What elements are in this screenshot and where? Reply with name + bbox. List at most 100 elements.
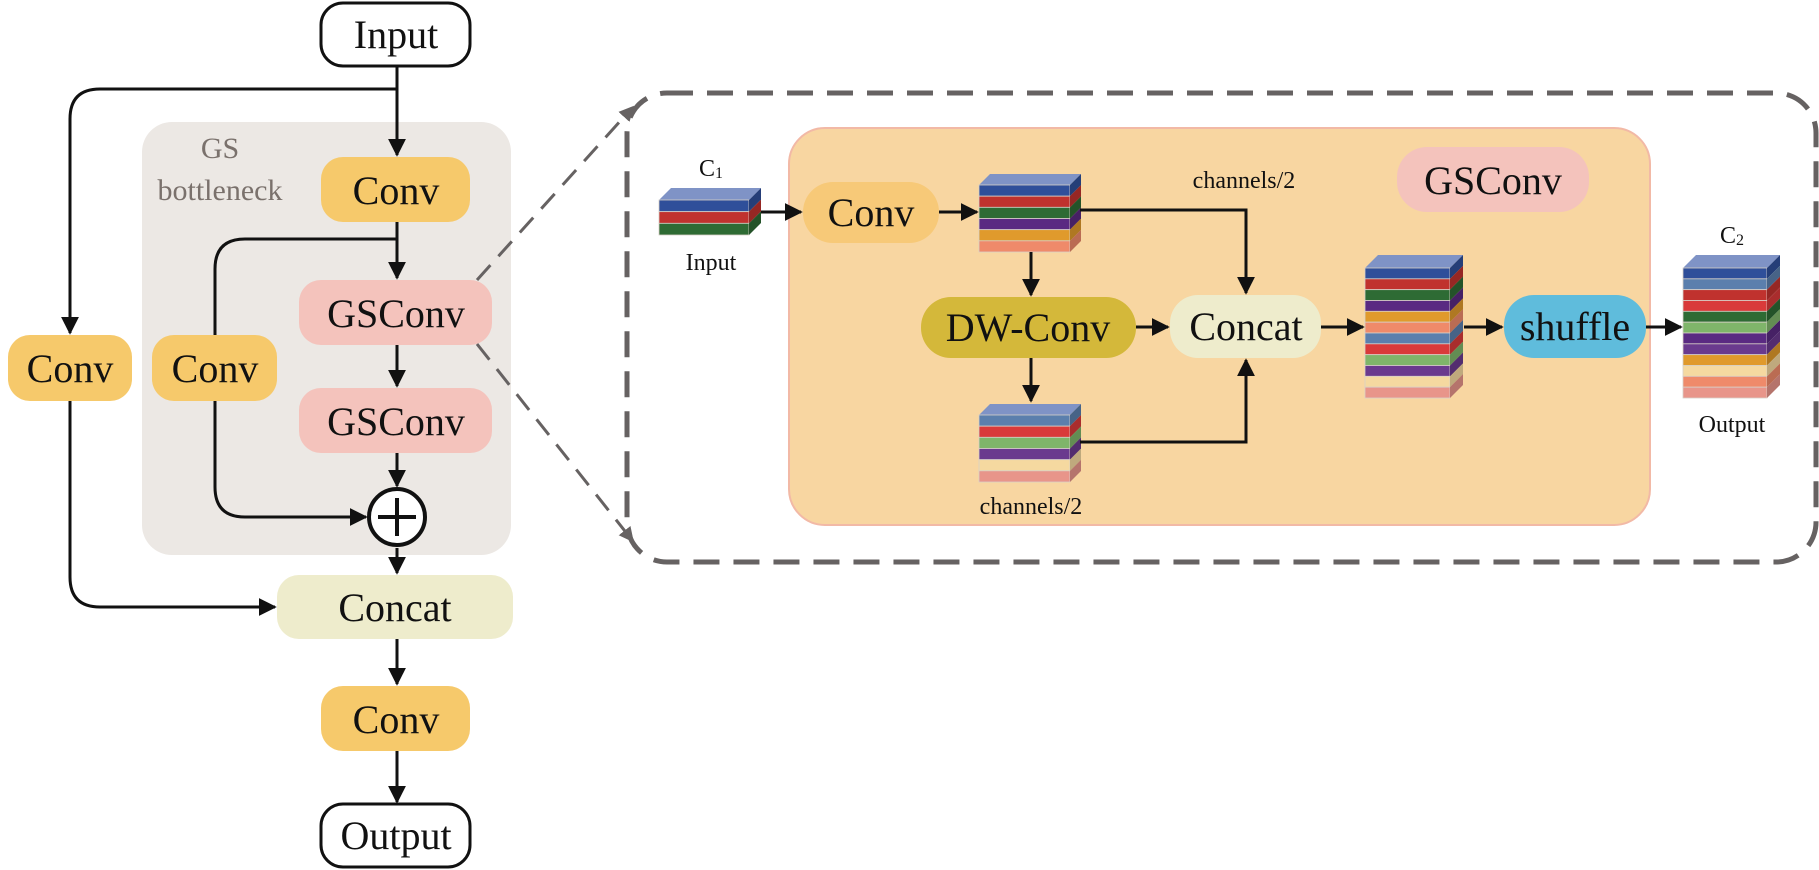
stack-top-face (979, 404, 1081, 415)
feature-stack-conv-out (978, 174, 1081, 253)
stack-layer-side (1070, 415, 1081, 438)
node-gsconv-1[interactable]: GSConv (299, 280, 492, 345)
stack-layer (978, 229, 1071, 242)
stack-layer-side (1450, 298, 1463, 323)
c2-label: C2 (1720, 223, 1744, 249)
stack-layer-side (1450, 374, 1463, 398)
stack-layer-side (1450, 363, 1463, 388)
gs-bottleneck-label-line2: bottleneck (158, 174, 283, 207)
stack-layer-side (1450, 330, 1463, 355)
gs-bottleneck-label-line1: GS (201, 132, 239, 165)
stack-layer-side (749, 199, 761, 224)
node-shuffle[interactable]: shuffle (1504, 295, 1646, 358)
stack-layer (978, 425, 1071, 438)
stack-layer (978, 448, 1071, 461)
stack-layer (978, 218, 1071, 231)
stack-layer (978, 436, 1071, 449)
edge-stack-to-concat-top (1080, 208, 1255, 295)
stack-layer-side (749, 188, 761, 212)
stack-layer-side (1070, 437, 1081, 460)
node-conv-top[interactable]: Conv (321, 157, 470, 222)
node-conv-left-label: Conv (27, 346, 114, 391)
stack-top-face (1365, 255, 1463, 268)
stack-layer-side (1070, 459, 1081, 482)
stack-layer-side (1767, 265, 1780, 290)
node-concat-left[interactable]: Concat (277, 575, 513, 639)
c1-label: C1 (699, 156, 723, 182)
feature-stack-output (1682, 255, 1780, 399)
node-input-label: Input (354, 12, 438, 57)
stack-layer (978, 414, 1071, 427)
stack-layer (1364, 354, 1451, 366)
stack-layer (1682, 354, 1768, 366)
edge-left-conv-to-concat (68, 401, 277, 616)
stack-layer-side (1767, 330, 1780, 355)
node-conv-left[interactable]: Conv (8, 335, 132, 401)
stack-top-face (659, 188, 761, 200)
stack-layer-side (1767, 309, 1780, 333)
channels-half-bottom: channels/2 (980, 494, 1083, 520)
node-conv-bottom[interactable]: Conv (321, 686, 470, 751)
stack-layer (658, 211, 750, 224)
node-conv-inner[interactable]: Conv (152, 335, 277, 401)
stack-layer (1682, 278, 1768, 291)
stack-layer-side (1070, 207, 1081, 230)
stack-layer-side (1767, 287, 1780, 312)
stack-layer (1682, 386, 1768, 399)
stack-layer (1364, 343, 1451, 356)
stack-layer-side (1070, 174, 1081, 197)
stack-layer (1682, 310, 1768, 323)
left-connectors (61, 66, 406, 804)
stack-layer-side (1070, 229, 1081, 252)
stack-layer-side (1450, 265, 1463, 290)
stack-layer (1364, 386, 1451, 399)
stack-layer (1364, 310, 1451, 323)
stack-layer-side (1070, 218, 1081, 241)
zoom-line-top (475, 105, 635, 282)
stack-layer-side (1450, 341, 1463, 366)
edge-inner-conv-to-add (213, 401, 368, 526)
channels-half-top: channels/2 (1193, 168, 1296, 194)
node-gsconv-2[interactable]: GSConv (299, 388, 492, 453)
stack-layer (978, 206, 1071, 219)
node-gsconv-2-label: GSConv (327, 399, 465, 444)
edge-stack2-to-concat (1080, 358, 1255, 444)
stack-layer (1682, 289, 1768, 301)
stack-layer (1364, 300, 1451, 312)
node-concat-right[interactable]: Concat (1170, 295, 1321, 358)
stack-layer (1682, 321, 1768, 334)
input-caption: Input (686, 250, 737, 276)
node-output[interactable]: Output (319, 802, 472, 869)
stack-layer (1364, 321, 1451, 334)
node-conv-top-label: Conv (353, 168, 440, 213)
node-conv-inner-label: Conv (172, 346, 259, 391)
stack-layer (1364, 278, 1451, 291)
node-dwconv[interactable]: DW-Conv (921, 297, 1136, 358)
stack-layer-side (1450, 287, 1463, 312)
stack-layer (658, 199, 750, 213)
stack-layer-side (1767, 255, 1780, 279)
stack-layer-side (749, 211, 761, 235)
gsconv-title-badge: GSConv (1397, 147, 1589, 212)
zoom-line-bottom (475, 343, 634, 543)
node-add[interactable] (367, 487, 427, 547)
stack-layer (978, 184, 1071, 197)
stack-layer (1364, 289, 1451, 301)
stack-layer (1364, 267, 1451, 280)
stack-layer (1364, 375, 1451, 388)
gsconv-detail-frame (624, 90, 1819, 565)
stack-top-face (979, 174, 1081, 185)
stack-layer-side (1070, 426, 1081, 449)
node-input[interactable]: Input (319, 1, 472, 68)
node-concat-left-label: Concat (338, 585, 451, 630)
stack-top-face (1683, 255, 1780, 268)
node-conv-right[interactable]: Conv (803, 182, 939, 243)
node-conv-right-label: Conv (828, 190, 915, 235)
stack-layer-side (1767, 363, 1780, 388)
stack-layer-side (1070, 196, 1081, 219)
gsconv-title: GSConv (1424, 158, 1562, 203)
node-shuffle-label: shuffle (1520, 304, 1630, 349)
stack-layer-side (1767, 374, 1780, 398)
stack-layer (1682, 300, 1768, 312)
